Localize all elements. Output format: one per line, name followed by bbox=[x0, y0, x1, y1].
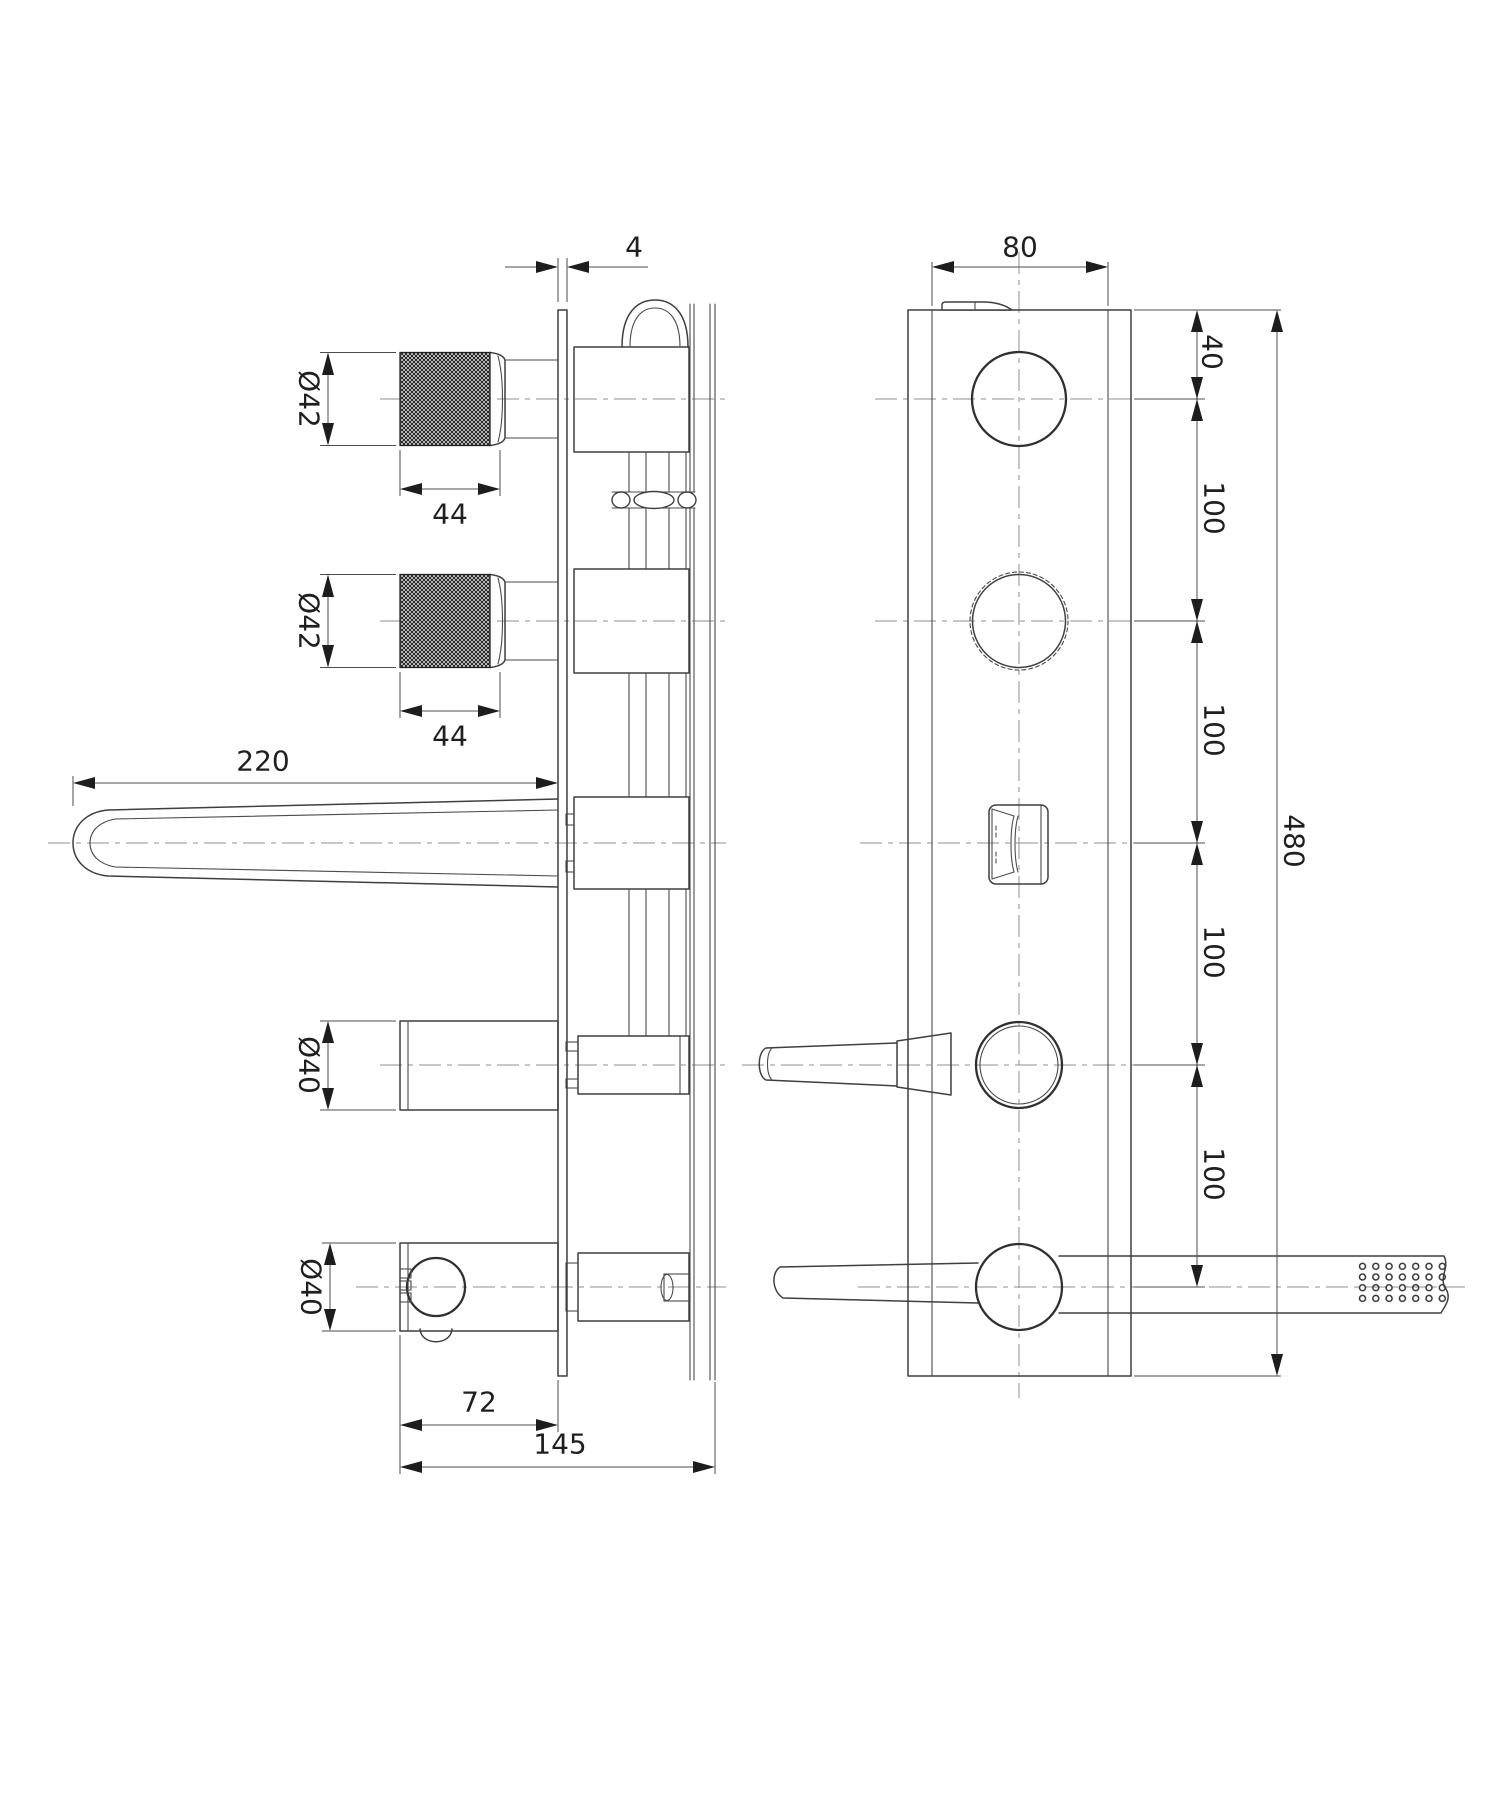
top-knob-front bbox=[970, 350, 1068, 448]
label-spacing-1: 100 bbox=[1198, 481, 1231, 534]
front-view: 80 40 100 100 100 100 480 bbox=[742, 231, 1468, 1398]
handshower-grip bbox=[773, 1262, 979, 1304]
label-plate-height: 480 bbox=[1278, 814, 1311, 867]
dim-spout-length: 220 bbox=[72, 745, 558, 806]
label-plate-thickness: 4 bbox=[625, 231, 643, 264]
top-tab bbox=[941, 301, 1013, 311]
wall-plate-side bbox=[557, 309, 568, 1377]
label-holder-projection: 72 bbox=[461, 1386, 497, 1419]
dim-plate-height: 480 bbox=[1271, 310, 1311, 1376]
side-centerlines bbox=[48, 398, 726, 1288]
handshower-holder-side bbox=[399, 1242, 559, 1343]
shower-hook bbox=[419, 1328, 453, 1343]
dim-chain: 40 100 100 100 100 bbox=[1134, 309, 1281, 1377]
label-plate-width: 80 bbox=[1002, 231, 1038, 264]
dim-plate-width: 80 bbox=[931, 231, 1109, 306]
diverter-front bbox=[988, 804, 1049, 885]
side-view: 4 Ø42 44 Ø42 44 bbox=[48, 231, 726, 1474]
dim-middle-knob-diameter: Ø42 bbox=[293, 574, 396, 668]
concealed-body bbox=[565, 299, 697, 1322]
label-middle-knob-length: 44 bbox=[432, 720, 468, 753]
label-spacing-2: 100 bbox=[1198, 703, 1231, 756]
union-nut bbox=[611, 490, 697, 510]
dim-middle-knob-length: 44 bbox=[399, 672, 501, 753]
label-top-knob-diameter: Ø42 bbox=[293, 370, 326, 428]
label-lever-hub-diameter: Ø40 bbox=[293, 1036, 326, 1094]
dim-top-knob-diameter: Ø42 bbox=[293, 352, 396, 446]
lever-hub-side bbox=[399, 1020, 559, 1111]
dim-holder-diameter: Ø40 bbox=[295, 1242, 396, 1332]
label-middle-knob-diameter: Ø42 bbox=[293, 592, 326, 650]
dim-total-projection: 145 bbox=[399, 1382, 716, 1474]
wall-plate-front bbox=[907, 301, 1132, 1377]
dim-holder-projection: 72 bbox=[399, 1335, 559, 1432]
dim-plate-thickness: 4 bbox=[505, 231, 648, 302]
handshower-wand bbox=[1058, 1255, 1449, 1314]
hose-nipple bbox=[660, 1273, 691, 1302]
spray-face-dots bbox=[1356, 1261, 1448, 1304]
wall-lines bbox=[689, 303, 716, 1381]
dim-top-knob-length: 44 bbox=[399, 450, 501, 531]
front-centerlines bbox=[742, 252, 1468, 1398]
label-spacing-4: 100 bbox=[1198, 1147, 1231, 1200]
label-spout-length: 220 bbox=[236, 745, 289, 778]
mixer-lever-front bbox=[758, 1020, 1064, 1110]
label-spacing-3: 100 bbox=[1198, 925, 1231, 978]
top-knob-side bbox=[399, 351, 559, 447]
handshower-front bbox=[773, 1242, 1449, 1332]
label-top-offset: 40 bbox=[1196, 334, 1229, 370]
middle-knob-front bbox=[969, 571, 1069, 671]
label-total-projection: 145 bbox=[533, 1428, 586, 1461]
label-top-knob-length: 44 bbox=[432, 498, 468, 531]
spout-side bbox=[72, 798, 559, 888]
label-holder-diameter: Ø40 bbox=[295, 1258, 328, 1316]
middle-knob-side bbox=[399, 573, 559, 669]
dim-lever-hub-diameter: Ø40 bbox=[293, 1020, 396, 1111]
